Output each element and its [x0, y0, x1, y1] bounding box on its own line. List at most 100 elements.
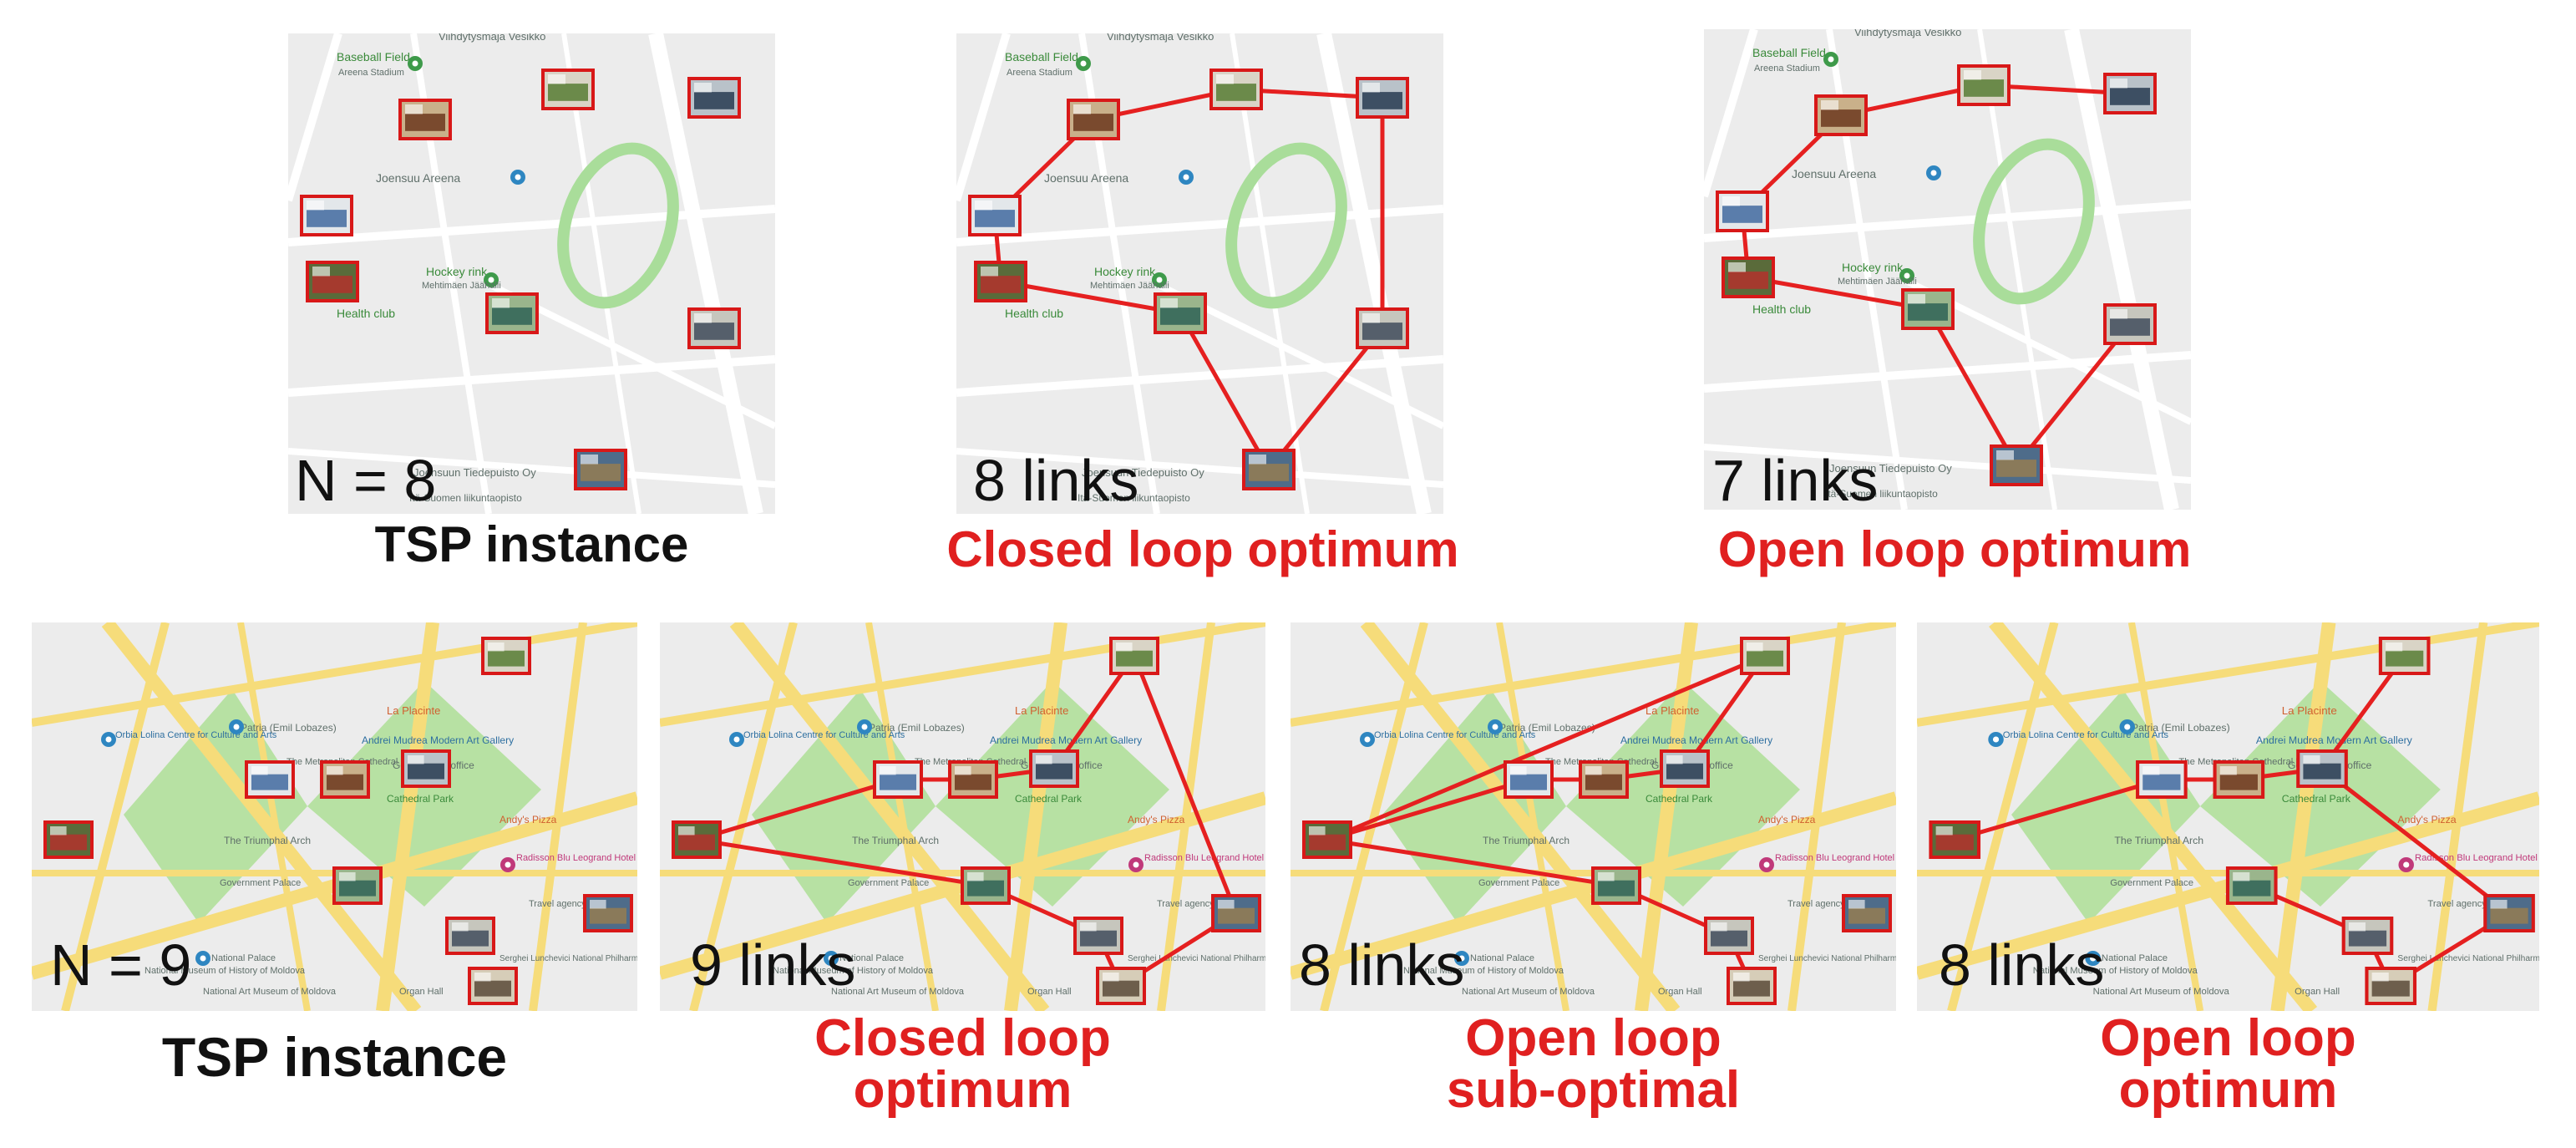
- map-label: Joensuun Tiedepuisto Oy: [1829, 462, 1952, 475]
- photo-marker-sky: [955, 766, 971, 775]
- photo-marker-sky: [2490, 900, 2508, 909]
- map-pin-dot: [861, 724, 868, 730]
- caption-tsp-instance-top: TSP instance: [374, 516, 689, 572]
- photo-marker-content: [1733, 980, 1770, 997]
- photo-marker-content: [1848, 907, 1885, 924]
- photo-marker-sky: [2233, 872, 2250, 881]
- map-label: Travel agency: [1787, 899, 1845, 909]
- map-label: Government Palace: [848, 878, 929, 888]
- map-road: [1360, 622, 1681, 1011]
- map-label: Radisson Blu Leogrand Hotel Chisinau: [1775, 853, 1896, 863]
- map-label: Radisson Blu Leogrand Hotel Chisinau: [2415, 853, 2539, 863]
- map-pin-dot: [1904, 272, 1910, 279]
- photo-marker-sky: [1996, 450, 2014, 460]
- park-area: [2200, 681, 2441, 907]
- map-road: [1316, 33, 1432, 514]
- photo-marker-sky: [408, 755, 424, 764]
- map-label: Joensuu Areena: [1792, 167, 1876, 180]
- map-road: [1704, 444, 2191, 484]
- photo-marker-sky: [678, 826, 695, 836]
- map-road: [288, 33, 342, 202]
- photo-marker-content: [1249, 464, 1289, 481]
- caption-line: Open loop: [1465, 1009, 1722, 1067]
- caption-line: Open loop: [2100, 1009, 2356, 1067]
- map-label: Patria (Emil Lobazes): [241, 722, 337, 734]
- photo-marker-content: [880, 774, 916, 790]
- link-count-label: 8 links: [1299, 932, 1465, 998]
- photo-marker-content: [1116, 650, 1153, 667]
- map-road: [1704, 29, 1758, 198]
- photo-marker-sky: [1728, 262, 1746, 272]
- map-label: Radisson Blu Leogrand Hotel Chisinau: [516, 853, 637, 863]
- map-road: [1635, 622, 1698, 1011]
- map-label: Organ Hall: [2295, 987, 2340, 997]
- photo-marker-content: [981, 276, 1021, 293]
- map-pin-dot: [1156, 277, 1163, 283]
- photo-marker-sky: [694, 313, 712, 323]
- photo-marker-content: [2386, 650, 2424, 667]
- map-pin-dot: [488, 277, 494, 283]
- map-label: La Placinte: [2282, 704, 2337, 717]
- link-count-label: 8 links: [1939, 932, 2105, 998]
- photo-marker-sky: [1309, 826, 1326, 836]
- map-pin-dot: [1828, 56, 1834, 63]
- caption-closed-loop-optimum-top: Closed loop optimum: [946, 521, 1459, 577]
- map-pin-dot: [1183, 174, 1189, 180]
- map-label: Andrei Mudrea Modern Art Gallery: [990, 734, 1142, 746]
- photo-marker-content: [581, 464, 621, 481]
- map-label: Patria (Emil Lobazes): [1499, 722, 1595, 734]
- map-label: National Art Museum of Moldova: [203, 987, 337, 997]
- photo-marker-content: [488, 650, 525, 667]
- map-label: Serghei Lunchevici National Philharmonic: [1128, 954, 1265, 963]
- photo-marker-content: [1216, 84, 1256, 101]
- map-label: Government Palace: [1478, 878, 1559, 888]
- map-road: [61, 622, 170, 1011]
- map-label: Government Palace: [2110, 878, 2193, 888]
- map-road: [288, 448, 775, 488]
- map-label: Hockey rink: [1842, 261, 1904, 274]
- photo-marker-content: [251, 774, 288, 790]
- map-label: Health club: [337, 307, 395, 320]
- map-label: The Triumphal Arch: [852, 835, 939, 846]
- photo-marker-sky: [50, 826, 67, 836]
- map-road: [2427, 622, 2488, 1011]
- map-pin-dot: [505, 861, 511, 868]
- photo-marker-sky: [1908, 294, 1925, 304]
- map-road: [1496, 622, 1569, 1011]
- photo-marker-content: [2303, 763, 2341, 780]
- map-label: Areena Stadium: [338, 68, 404, 78]
- map-label: National Palace: [839, 953, 904, 963]
- caption-open-loop-optimum-top: Open loop optimum: [1717, 521, 2192, 577]
- photo-marker-sky: [2371, 973, 2389, 982]
- photo-marker-sky: [975, 201, 992, 211]
- map-label: Health club: [1752, 302, 1811, 316]
- photo-marker-sky: [405, 104, 423, 114]
- map-label: Cathedral Park: [1015, 793, 1083, 805]
- map-road: [2270, 622, 2336, 1011]
- map-road: [288, 205, 775, 246]
- map-label: Organ Hall: [1658, 987, 1702, 997]
- map-label: Serghei Lunchevici National Philharmonic: [499, 954, 637, 963]
- map-label: Andy's Pizza: [499, 814, 557, 825]
- map-road: [32, 622, 637, 727]
- photo-marker-sky: [2348, 922, 2366, 932]
- caption-closed-loop-optimum-bottom: Closed loop optimum: [660, 1013, 1265, 1116]
- map-road: [288, 355, 775, 397]
- map-pin-dot: [2090, 955, 2097, 962]
- map-pin-dot: [1458, 955, 1465, 962]
- photo-marker-content: [2110, 318, 2150, 336]
- park-area: [1566, 681, 1800, 907]
- photo-marker-content: [678, 834, 715, 851]
- map-road: [2064, 29, 2179, 510]
- photo-marker-content: [955, 774, 991, 790]
- map-label: National Art Museum of Moldova: [1462, 987, 1595, 997]
- map-label: Hockey rink: [1094, 265, 1156, 278]
- map-pin-dot: [1364, 736, 1371, 743]
- photo-marker-sky: [474, 973, 491, 982]
- node-count-label: N = 9: [50, 932, 192, 998]
